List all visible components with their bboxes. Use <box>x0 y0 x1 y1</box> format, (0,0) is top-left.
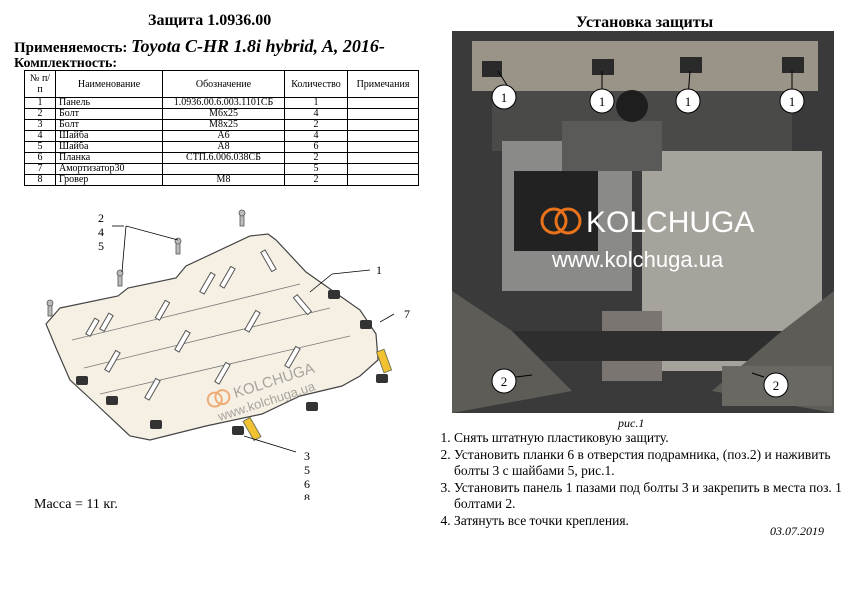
applicability-label: Применяемость: <box>14 40 128 56</box>
mass-label: Масса = 11 кг. <box>34 497 118 512</box>
parts-table-header: № п/п Наименование Обозначение Количеств… <box>24 70 419 98</box>
cell-designation: СТП.6.006.038СБ <box>162 152 285 164</box>
cell-notes <box>347 119 419 131</box>
marker-2a <box>491 368 517 394</box>
cell-qty: 5 <box>284 163 348 175</box>
cell-num: 5 <box>24 141 56 153</box>
cell-name: Амортизатор30 <box>55 163 163 175</box>
cell-num: 2 <box>24 108 56 120</box>
cell-num: 3 <box>24 119 56 131</box>
marker-1c <box>675 88 701 114</box>
marker-1b-label: 1 <box>599 94 606 109</box>
cell-designation: А6 <box>162 130 285 142</box>
callout-4: 4 <box>98 225 104 239</box>
cell-name: Болт <box>55 119 163 131</box>
cell-num: 6 <box>24 152 56 164</box>
parts-table: № п/п Наименование Обозначение Количеств… <box>24 70 419 186</box>
cell-name: Гровер <box>55 174 163 186</box>
callout-7: 7 <box>404 307 410 321</box>
step-item: Снять штатную пластиковую защиту. <box>454 430 848 447</box>
marker-1b <box>589 88 615 114</box>
cell-qty: 4 <box>284 108 348 120</box>
cell-num: 4 <box>24 130 56 142</box>
marker-1a <box>491 84 517 110</box>
doc-date: 03.07.2019 <box>770 524 824 538</box>
cell-designation: А8 <box>162 141 285 153</box>
cell-designation: М8х25 <box>162 119 285 131</box>
cell-notes <box>347 174 419 186</box>
col-header-name: Наименование <box>55 70 163 98</box>
install-photo: KOLCHUGA www.kolchuga.ua 1 1 1 1 2 2 <box>452 31 834 413</box>
cell-name: Шайба <box>55 141 163 153</box>
marker-2a-label: 2 <box>501 374 508 389</box>
step-item: Установить планки 6 в отверстия подрамни… <box>454 447 848 480</box>
cell-notes <box>347 108 419 120</box>
doc-title: Защита 1.0936.00 <box>148 12 272 29</box>
photo-site: www.kolchuga.ua <box>551 247 724 272</box>
cell-name: Планка <box>55 152 163 164</box>
step-item: Затянуть все точки крепления. <box>454 513 848 530</box>
cell-qty: 2 <box>284 174 348 186</box>
completeness-label: Комплектность: <box>14 56 118 71</box>
callout-1: 1 <box>376 263 382 277</box>
cell-notes <box>347 163 419 175</box>
col-header-qty: Количество <box>284 70 348 98</box>
marker-2b-label: 2 <box>773 378 780 393</box>
applicability: Применяемость: Toyota C-HR 1.8i hybrid, … <box>14 36 385 57</box>
callout-5b: 5 <box>304 463 310 477</box>
cell-num: 1 <box>24 97 56 109</box>
cell-notes <box>347 97 419 109</box>
step-item: Установить панель 1 пазами под болты 3 и… <box>454 480 848 513</box>
cell-designation: 1.0936.00.6.003.1101СБ <box>162 97 285 109</box>
marker-1d <box>779 88 805 114</box>
cell-designation: М8 <box>162 174 285 186</box>
cell-designation: М6х25 <box>162 108 285 120</box>
photo-watermark: KOLCHUGA www.kolchuga.ua <box>540 206 754 272</box>
vehicle-model: Toyota C-HR 1.8i hybrid, A, 2016- <box>131 36 385 56</box>
install-title: Установка защиты <box>576 14 714 31</box>
cell-qty: 1 <box>284 97 348 109</box>
callout-3: 3 <box>304 449 310 463</box>
skid-plate-drawing: 2 4 5 1 7 3 5 6 8 KOLCHUGA www.kolchuga.… <box>45 209 410 500</box>
cell-qty: 4 <box>284 130 348 142</box>
cell-name: Болт <box>55 108 163 120</box>
callout-8: 8 <box>304 491 310 500</box>
col-header-notes: Примечания <box>347 70 419 98</box>
callout-6: 6 <box>304 477 310 491</box>
marker-2b <box>763 372 789 398</box>
callout-5: 5 <box>98 239 104 253</box>
cell-qty: 2 <box>284 119 348 131</box>
marker-1d-label: 1 <box>789 94 796 109</box>
cell-notes <box>347 141 419 153</box>
cell-notes <box>347 130 419 142</box>
cell-designation <box>162 163 285 175</box>
photo-brand: KOLCHUGA <box>586 206 754 239</box>
cell-qty: 6 <box>284 141 348 153</box>
callout-2: 2 <box>98 211 104 225</box>
figure-caption: рис.1 <box>618 416 645 430</box>
marker-1c-label: 1 <box>685 94 692 109</box>
col-header-num: № п/п <box>24 70 56 98</box>
install-steps: Снять штатную пластиковую защиту. Устано… <box>430 430 848 529</box>
cell-notes <box>347 152 419 164</box>
cell-num: 7 <box>24 163 56 175</box>
col-header-designation: Обозначение <box>162 70 285 98</box>
cell-qty: 2 <box>284 152 348 164</box>
cell-name: Шайба <box>55 130 163 142</box>
marker-1a-label: 1 <box>501 90 508 105</box>
cell-name: Панель <box>55 97 163 109</box>
cell-num: 8 <box>24 174 56 186</box>
